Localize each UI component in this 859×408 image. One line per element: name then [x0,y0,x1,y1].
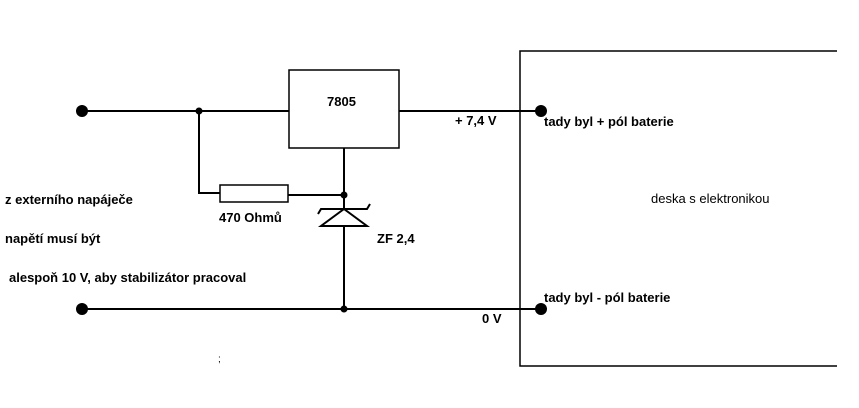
zener-label: ZF 2,4 [377,231,415,246]
junction-zener [340,191,348,199]
note-line-2: napětí musí být [5,231,101,246]
electronics-board-outline [519,50,837,367]
board-negative-terminal [535,303,547,315]
junction-ground [340,305,348,313]
input-positive-terminal [76,105,88,117]
negative-terminal-label: tady byl - pól baterie [544,290,670,305]
input-negative-terminal [76,303,88,315]
regulator-label: 7805 [327,94,356,109]
stray-mark: ; [218,354,221,365]
resistor-branch-wire [198,111,220,194]
board-positive-terminal [535,105,547,117]
positive-terminal-label: tady byl + pól baterie [544,114,674,129]
regulator-7805 [288,69,400,149]
board-label: deska s elektronikou [651,191,770,206]
note-line-1: z externího napáječe [5,192,133,207]
note-line-3: alespoň 10 V, aby stabilizátor pracoval [9,270,246,285]
resistor-470 [219,184,289,203]
ground-voltage-label: 0 V [482,311,502,326]
junction-top [195,107,203,115]
resistor-label: 470 Ohmů [219,210,282,225]
output-voltage-label: + 7,4 V [455,113,497,128]
